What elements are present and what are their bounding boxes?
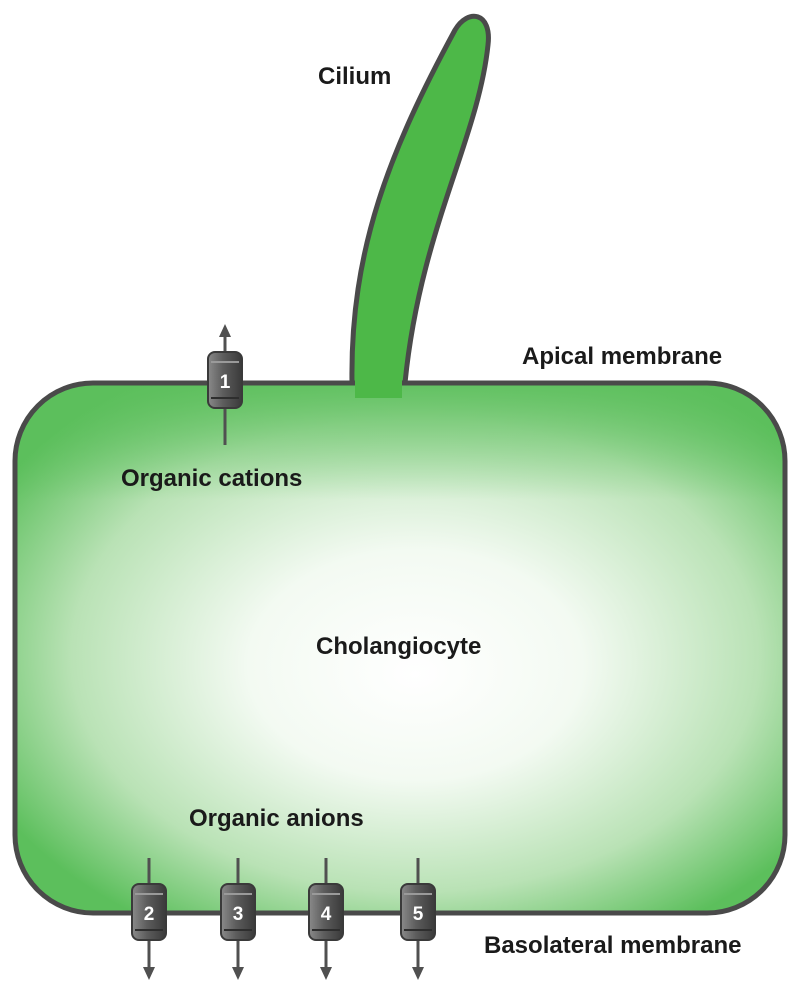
label-basolateral-membrane: Basolateral membrane <box>484 932 741 959</box>
arrow-head-down-4 <box>320 967 332 980</box>
label-organic-anions: Organic anions <box>189 805 364 832</box>
cilium-base <box>355 378 402 398</box>
label-organic-cations: Organic cations <box>121 465 302 492</box>
transporter-number-3: 3 <box>233 904 244 925</box>
label-apical-membrane: Apical membrane <box>522 343 722 370</box>
arrow-head-down-5 <box>412 967 424 980</box>
label-cholangiocyte: Cholangiocyte <box>316 633 481 660</box>
label-cilium: Cilium <box>318 63 391 90</box>
transporter-number-2: 2 <box>144 904 155 925</box>
arrow-head-up-1 <box>219 324 231 337</box>
arrow-head-down-2 <box>143 967 155 980</box>
transporter-number-5: 5 <box>413 904 424 925</box>
transporter-number-1: 1 <box>220 372 231 393</box>
transporter-number-4: 4 <box>321 904 332 925</box>
arrow-head-down-3 <box>232 967 244 980</box>
